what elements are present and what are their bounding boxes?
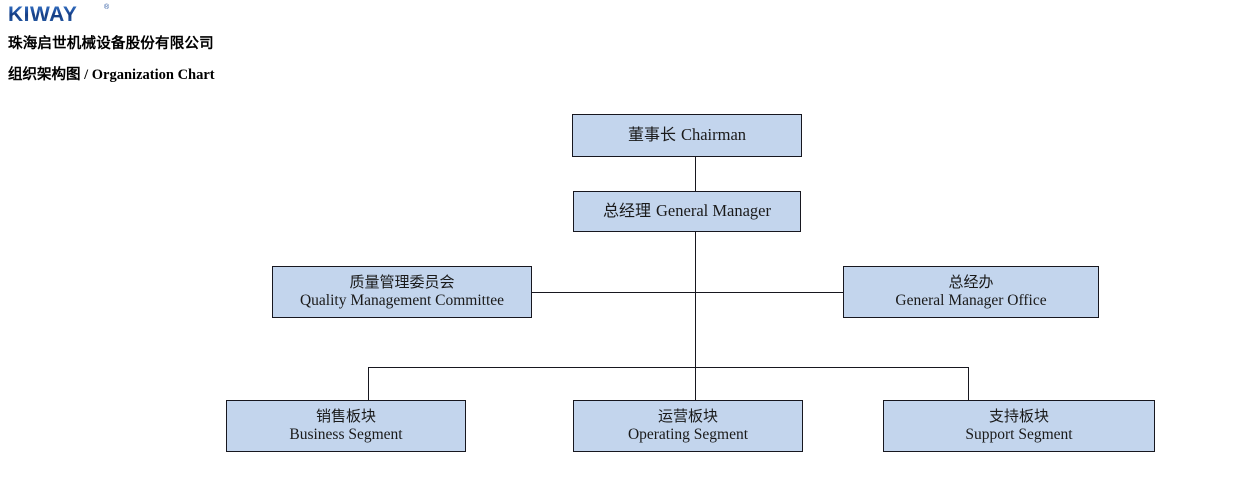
- org-node-operating-label-cn: 运营板块: [657, 407, 718, 426]
- org-node-chairman-label-en: Chairman: [680, 125, 747, 145]
- kiway-logo: KIWAY: [8, 3, 77, 26]
- org-node-general-manager-office[interactable]: 总经办 General Manager Office: [843, 266, 1099, 318]
- org-node-chairman[interactable]: 董事长 Chairman: [572, 114, 802, 157]
- org-node-gm-office-label-cn: 总经办: [948, 273, 994, 292]
- org-node-quality-management-committee[interactable]: 质量管理委员会 Quality Management Committee: [272, 266, 532, 318]
- company-name: 珠海启世机械设备股份有限公司: [8, 36, 214, 52]
- org-node-operating-segment[interactable]: 运营板块 Operating Segment: [573, 400, 803, 452]
- page-title: 组织架构图 / Organization Chart: [8, 63, 215, 84]
- connector-drop-support-segment: [968, 367, 970, 400]
- org-node-business-label-en: Business Segment: [289, 425, 403, 443]
- svg-text:KIWAY: KIWAY: [8, 3, 77, 26]
- page-title-separator: /: [80, 67, 92, 83]
- org-node-support-label-cn: 支持板块: [988, 407, 1049, 426]
- org-node-support-segment[interactable]: 支持板块 Support Segment: [883, 400, 1155, 452]
- org-node-business-label-cn: 销售板块: [315, 407, 376, 426]
- connector-drop-operating-segment: [695, 367, 697, 400]
- org-node-business-segment[interactable]: 销售板块 Business Segment: [226, 400, 466, 452]
- page-title-en: Organization Chart: [91, 67, 215, 83]
- connector-drop-business-segment: [368, 367, 370, 400]
- org-node-general-manager[interactable]: 总经理 General Manager: [573, 191, 801, 232]
- org-node-support-label-en: Support Segment: [965, 425, 1073, 443]
- registered-trademark-icon: ®: [104, 4, 110, 11]
- connector-staff-horizontal-bar: [532, 292, 843, 294]
- org-node-quality-label-en: Quality Management Committee: [299, 291, 505, 309]
- org-node-general-manager-label-en: General Manager: [656, 201, 771, 221]
- org-node-operating-label-en: Operating Segment: [627, 425, 749, 443]
- connector-segments-horizontal-bus: [368, 367, 969, 369]
- connector-chairman-to-general-manager: [695, 157, 697, 191]
- org-node-quality-label-cn: 质量管理委员会: [349, 273, 455, 292]
- connector-general-manager-trunk: [695, 232, 697, 368]
- org-node-general-manager-label-cn: 总经理: [603, 201, 652, 221]
- org-node-chairman-label-cn: 董事长: [627, 125, 676, 145]
- page-title-cn: 组织架构图: [8, 67, 81, 83]
- org-node-gm-office-label-en: General Manager Office: [895, 291, 1047, 309]
